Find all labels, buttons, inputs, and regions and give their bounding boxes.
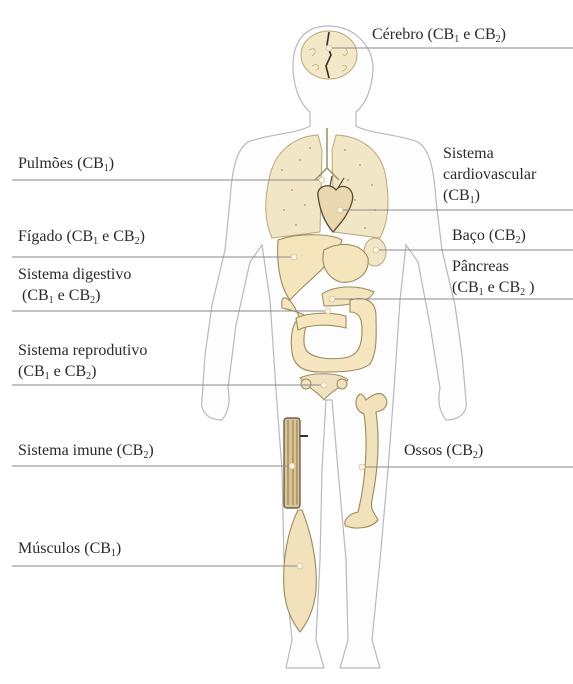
label-pulmoes-receptors: CB1 [82, 155, 108, 172]
label-figado-name: Fígado [18, 228, 62, 245]
label-ossos: Ossos (CB2) [404, 440, 483, 461]
receptor-text: CB [457, 279, 478, 296]
label-cardio-line1: Sistema [443, 143, 536, 164]
label-figado: Fígado (CB1 e CB2) [18, 226, 145, 247]
receptor-text: CB [72, 228, 93, 245]
receptor-subscript: 2 [143, 450, 148, 461]
receptor-text: CB [452, 442, 473, 459]
label-digestivo-receptors: CB1 e CB2 [27, 287, 95, 304]
label-cardio-line2: cardiovascular [443, 164, 536, 185]
body-silhouette [202, 26, 467, 668]
receptor-text: CB [82, 155, 103, 172]
receptor-text: CB [448, 187, 469, 204]
receptor-text: CB [69, 287, 90, 304]
label-pulmoes: Pulmões (CB1) [18, 153, 114, 174]
label-cerebro-receptors: CB1 e CB2 [433, 26, 501, 43]
receptor-subscript: 2 [86, 371, 91, 382]
receptor-text: e [50, 363, 65, 380]
label-baco-receptors: CB2 [494, 227, 520, 244]
receptor-text: CB [27, 287, 48, 304]
receptor-text: CB [122, 442, 143, 459]
receptor-text: CB [499, 279, 520, 296]
label-musculos: Músculos (CB1) [18, 538, 121, 559]
label-imune: Sistema imune (CB2) [18, 440, 154, 461]
label-imune-receptors: CB2 [122, 442, 148, 459]
receptor-text: CB [494, 227, 515, 244]
label-reprodutivo-receptors: CB1 e CB2 [23, 363, 91, 380]
receptor-subscript: 2 [135, 236, 140, 247]
receptor-text: CB [474, 26, 495, 43]
label-cardio-receptors: CB1 [448, 187, 474, 204]
label-pancreas-receptors: CB1 e CB2 [457, 279, 529, 296]
label-reprodutivo-line1: Sistema reprodutivo [18, 340, 147, 361]
receptor-subscript: 2 [516, 235, 521, 246]
receptor-subscript: 2 [473, 450, 478, 461]
label-musculos-receptors: CB1 [90, 540, 116, 557]
receptor-text: CB [65, 363, 86, 380]
label-cerebro-name: Cérebro [372, 26, 424, 43]
label-reprodutivo: Sistema reprodutivo (CB1 e CB2) [18, 340, 147, 382]
receptor-text: CB [113, 228, 134, 245]
receptor-text: e [459, 26, 474, 43]
label-pulmoes-name: Pulmões [18, 155, 73, 172]
label-pancreas: Pâncreas (CB1 e CB2 ) [452, 256, 534, 298]
receptor-text: CB [433, 26, 454, 43]
receptor-text: e [98, 228, 113, 245]
label-ossos-receptors: CB2 [452, 442, 478, 459]
label-imune-name: Sistema imune [18, 442, 113, 459]
label-baco-name: Baço [452, 227, 485, 244]
receptor-subscript: 1 [104, 163, 109, 174]
receptor-text: CB [23, 363, 44, 380]
receptor-subscript: 2 [90, 295, 95, 306]
receptor-text: e [484, 279, 499, 296]
label-baco: Baço (CB2) [452, 225, 526, 246]
label-digestivo-line1: Sistema digestivo [18, 264, 131, 285]
brain [301, 31, 357, 79]
receptor-text [525, 279, 529, 296]
receptor-text: e [54, 287, 69, 304]
receptor-subscript: 1 [111, 548, 116, 559]
label-figado-receptors: CB1 e CB2 [72, 228, 140, 245]
receptor-text: CB [90, 540, 111, 557]
label-ossos-name: Ossos [404, 442, 442, 459]
label-pancreas-line1: Pâncreas [452, 256, 534, 277]
receptor-subscript: 2 [496, 34, 501, 45]
label-musculos-name: Músculos [18, 540, 80, 557]
label-cerebro: Cérebro (CB1 e CB2) [372, 24, 506, 45]
label-cardio: Sistema cardiovascular (CB1) [443, 143, 536, 206]
label-digestivo: Sistema digestivo (CB1 e CB2) [18, 264, 131, 306]
receptor-subscript: 1 [470, 195, 475, 206]
